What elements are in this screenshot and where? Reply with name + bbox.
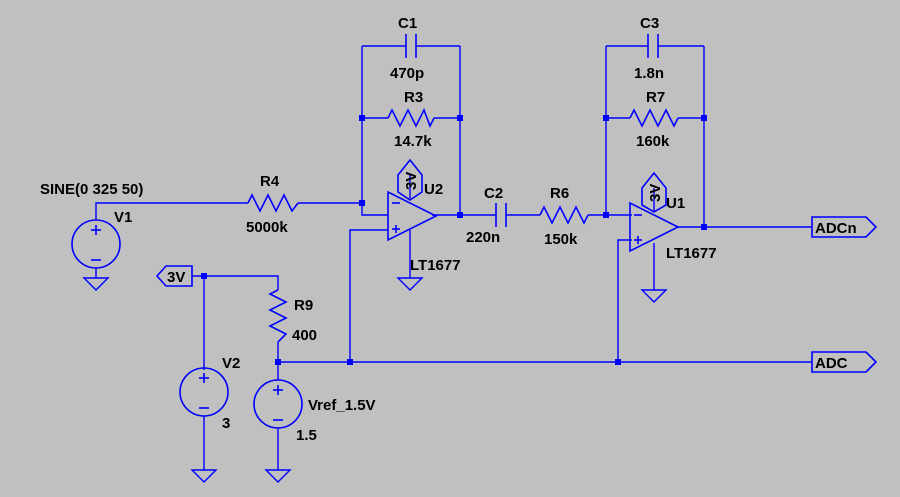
c2-value: 220n xyxy=(466,229,500,246)
r9-name: R9 xyxy=(294,297,313,314)
voltage-source-vref[interactable] xyxy=(253,379,303,429)
resistor-r7[interactable] xyxy=(629,108,679,128)
r3-name: R3 xyxy=(404,89,423,106)
voltage-source-v2[interactable] xyxy=(179,367,229,417)
resistor-r6[interactable] xyxy=(539,205,589,225)
resistor-r9[interactable] xyxy=(268,289,288,343)
ground-icon xyxy=(396,277,424,291)
u1-supply-label: 3V xyxy=(647,184,664,202)
u1-model: LT1677 xyxy=(666,245,717,262)
net-adc-label: ADC xyxy=(815,355,848,372)
r7-value: 160k xyxy=(636,133,670,150)
opamp-u2[interactable] xyxy=(387,190,438,242)
net-flag-3v: 3V xyxy=(155,265,193,287)
u2-supply-flag: 3V xyxy=(397,158,423,201)
r7-name: R7 xyxy=(646,89,665,106)
v2-name: V2 xyxy=(222,355,240,372)
r6-name: R6 xyxy=(550,185,569,202)
c1-name: C1 xyxy=(398,15,417,32)
ground-icon xyxy=(264,469,292,483)
c1-value: 470p xyxy=(390,65,424,82)
voltage-source-v1[interactable] xyxy=(71,219,121,269)
ground-icon xyxy=(640,289,668,303)
capacitor-c1[interactable] xyxy=(405,34,417,58)
net-flag-adcn: ADCn xyxy=(811,216,878,238)
u2-supply-label: 3V xyxy=(403,172,420,190)
wires xyxy=(95,45,812,470)
u1-supply-flag: 3V xyxy=(641,171,667,213)
r4-value: 5000k xyxy=(246,219,288,236)
r4-name: R4 xyxy=(260,173,280,190)
net-3v-label: 3V xyxy=(167,269,185,286)
v1-name: V1 xyxy=(114,209,132,226)
u1-name: U1 xyxy=(666,195,685,212)
c3-value: 1.8n xyxy=(634,65,664,82)
resistor-r4[interactable] xyxy=(247,193,299,213)
v2-value: 3 xyxy=(222,415,230,432)
vref-value: 1.5 xyxy=(296,427,317,444)
u2-model: LT1677 xyxy=(410,257,461,274)
ground-icon xyxy=(190,469,218,483)
r9-value: 400 xyxy=(292,327,317,344)
net-flag-adc: ADC xyxy=(811,351,878,373)
c3-name: C3 xyxy=(640,15,659,32)
u2-name: U2 xyxy=(424,181,443,198)
r3-value: 14.7k xyxy=(394,133,432,150)
resistor-r3[interactable] xyxy=(387,108,435,128)
c2-name: C2 xyxy=(484,185,503,202)
net-adcn-label: ADCn xyxy=(815,220,857,237)
ground-icon xyxy=(82,277,110,291)
v1-value: SINE(0 325 50) xyxy=(40,181,143,198)
r6-value: 150k xyxy=(544,231,578,248)
component-labels: C1 470p R3 14.7k C3 1.8n R7 160k SINE(0 … xyxy=(40,15,717,444)
vref-name: Vref_1.5V xyxy=(308,397,376,414)
capacitor-c3[interactable] xyxy=(647,34,659,58)
capacitor-c2[interactable] xyxy=(495,203,507,227)
opamp-u1[interactable] xyxy=(629,201,680,253)
junctions xyxy=(201,115,707,365)
